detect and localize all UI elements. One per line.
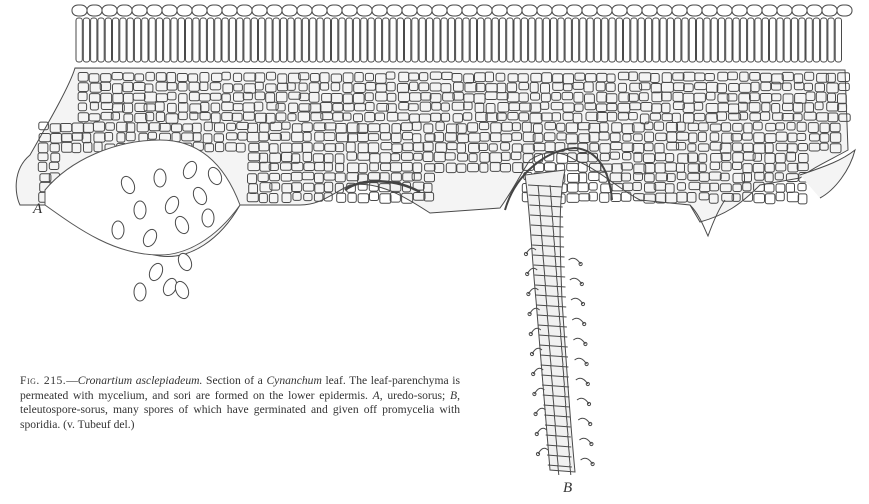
label-b: B [563, 480, 572, 497]
caption-dash: — [66, 374, 78, 387]
palisade-layer [76, 18, 842, 62]
label-a: A [33, 201, 42, 218]
caption-text-3: , uredo-sorus; [380, 389, 450, 402]
figure-caption: Fig. 215.—Cronartium asclepiadeum. Secti… [20, 374, 460, 432]
figure-number: Fig. 215. [20, 374, 66, 387]
species-name: Cronartium asclepiadeum. [78, 374, 203, 387]
host-name: Cynanchum [266, 374, 321, 387]
upper-epidermis [72, 5, 852, 16]
caption-text-1: Section of a [202, 374, 266, 387]
caption-a-letter: A [373, 389, 380, 402]
